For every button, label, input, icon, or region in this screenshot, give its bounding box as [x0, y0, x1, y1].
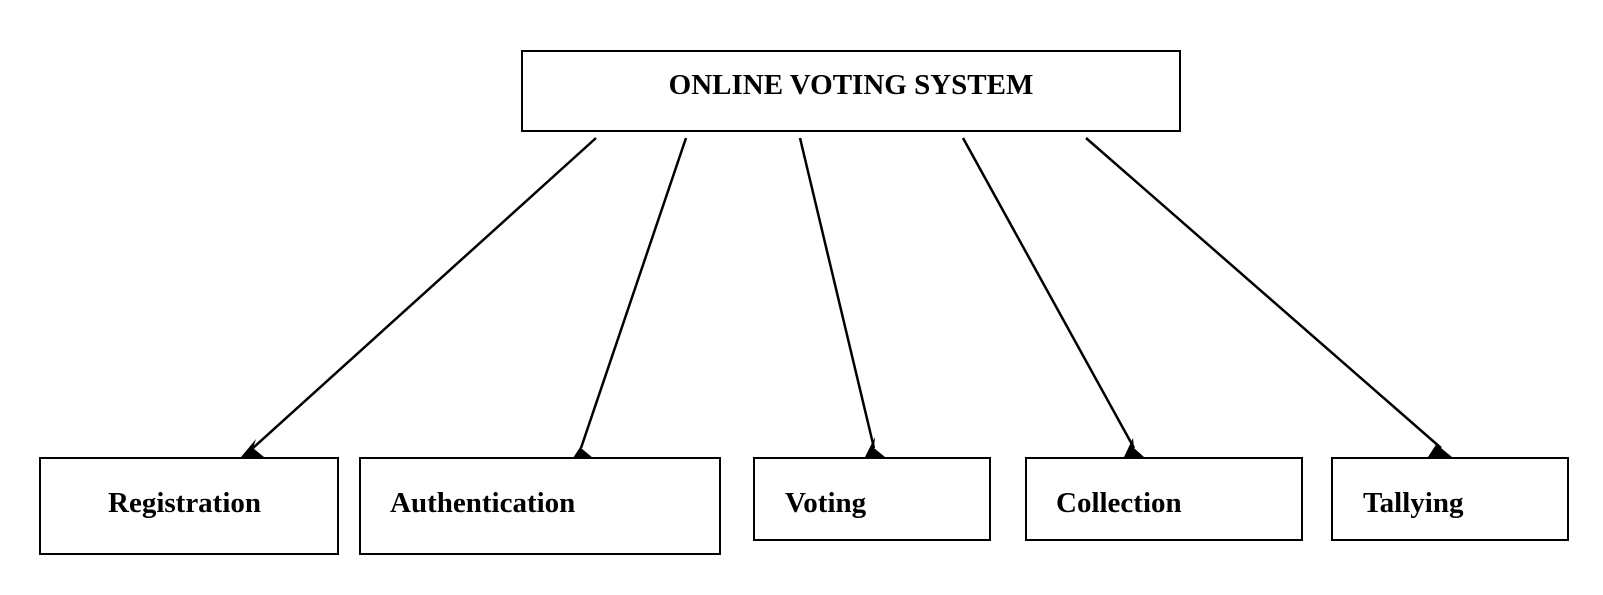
arrowhead-registration: [241, 439, 264, 457]
arrow-to-voting: [798, 137, 876, 449]
node-registration: Registration: [39, 457, 339, 555]
label-registration: Registration: [108, 487, 262, 519]
node-tallying: Tallying: [1331, 457, 1569, 541]
arrowhead-voting: [865, 437, 885, 457]
arrow-to-collection: [961, 137, 1136, 449]
arrowhead-authentication: [573, 438, 593, 458]
label-authentication: Authentication: [390, 487, 576, 519]
root-node: ONLINE VOTING SYSTEM: [521, 50, 1181, 132]
node-collection: Collection: [1025, 457, 1303, 541]
arrow-to-authentication: [579, 137, 688, 449]
node-voting: Voting: [753, 457, 991, 541]
root-label: ONLINE VOTING SYSTEM: [668, 69, 1034, 101]
arrow-to-tallying: [1085, 137, 1442, 449]
label-tallying: Tallying: [1363, 487, 1464, 519]
arrow-to-registration: [252, 137, 597, 449]
label-collection: Collection: [1056, 487, 1182, 519]
label-voting: Voting: [785, 487, 867, 519]
arrowhead-tallying: [1428, 443, 1452, 457]
node-authentication: Authentication: [359, 457, 721, 555]
arrowhead-collection: [1124, 438, 1144, 457]
